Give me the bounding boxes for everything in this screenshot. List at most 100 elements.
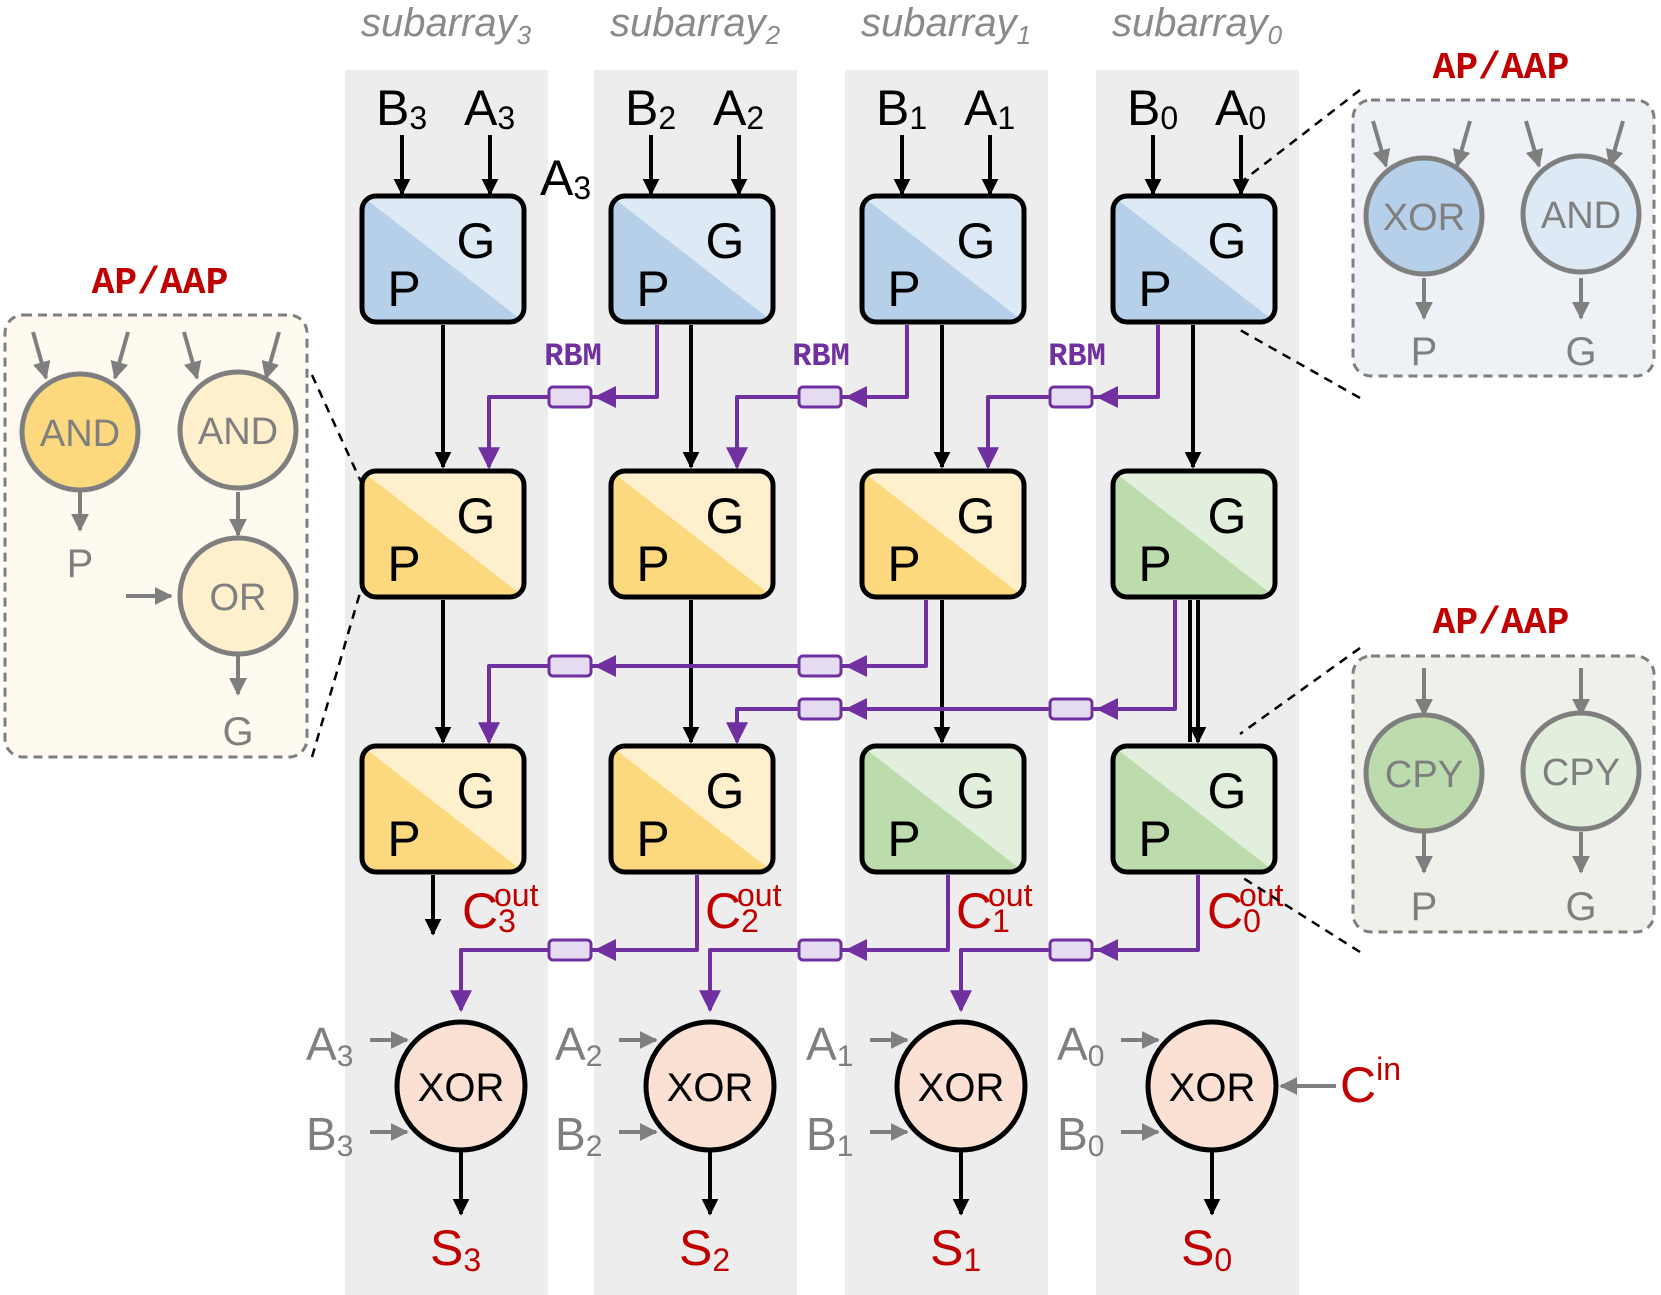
subarray-3-title: subarray3 [361, 1, 532, 50]
cpy-gate-label: CPY [1385, 754, 1463, 796]
stage-connections [424, 325, 1221, 1216]
xor-gate-label: XOR [918, 1066, 1005, 1110]
xor2-b-label: B2 [555, 1108, 602, 1163]
rbm-arrowhead [594, 655, 616, 677]
carry-out-1-label: C1 [956, 883, 1010, 939]
pg-g-label: G [706, 213, 745, 269]
cpy-gate-label: CPY [1542, 752, 1620, 794]
xor3-a-label: A3 [306, 1018, 353, 1073]
pg-p-label: P [887, 811, 920, 867]
carry-out-0-label: C0 [1207, 883, 1261, 939]
rbm-arrowhead [845, 698, 867, 720]
carry-out-0-sup: out [1239, 877, 1284, 913]
pg-p-label: P [1138, 261, 1171, 317]
pg-g-label: G [1208, 488, 1247, 544]
input-labels: B3 A3 B2 A2 B1 A1 B0 A0 A3 [376, 80, 1266, 206]
and-gate-icon [177, 369, 299, 491]
pg-block-stage3-bit3: G P [359, 743, 527, 875]
rbm-arrowhead [1096, 386, 1118, 408]
sum-xor-3: XOR [394, 1019, 528, 1153]
subarray-1-title: subarray1 [861, 1, 1031, 50]
pg-block-stage3-bit2: G P [608, 743, 776, 875]
rbm-arrowhead [1096, 698, 1118, 720]
xor3-b-label: B3 [306, 1108, 353, 1163]
input-b0-label: B0 [1127, 80, 1178, 136]
rbm-arrowhead [594, 386, 616, 408]
pg-g-label: G [706, 763, 745, 819]
pg-block-stage2-bit2: G P [608, 468, 776, 600]
carry-out-3-label: C3 [462, 883, 516, 939]
rbm-route-1-to-3 [478, 600, 928, 745]
pg-g-label: G [957, 213, 996, 269]
pg-g-label: G [706, 488, 745, 544]
detail-box-bottom-right: AP/AAP CPY CPY P G [1351, 602, 1656, 934]
rbm-link [547, 938, 593, 962]
sum-2-label: S2 [679, 1220, 730, 1278]
xor-gate-label: XOR [1169, 1066, 1256, 1110]
leader-left-top [310, 374, 364, 485]
rbm-links [547, 385, 1094, 962]
rbm-label: RBM [1048, 338, 1106, 375]
rbm-arrowhead [845, 386, 867, 408]
xor-gate-label: XOR [1383, 197, 1465, 239]
pg-p-label: P [387, 536, 420, 592]
sum-0-label: S0 [1181, 1220, 1232, 1278]
pg-p-label: P [387, 261, 420, 317]
pg-block-stage1-bit1: G P [859, 193, 1027, 325]
sum-1-label: S1 [930, 1220, 981, 1278]
cpy-gate-icon [1520, 710, 1642, 832]
callout-leaders [310, 89, 1361, 954]
rbm-link [797, 385, 843, 409]
pg-p-label: P [1138, 536, 1171, 592]
rbm-route-0-to-2 [726, 600, 1177, 745]
rbm-mid-arrowheads [594, 386, 1118, 961]
rbm-link [547, 385, 593, 409]
xor-gate-icon [1363, 155, 1485, 277]
detail-box-left-title: AP/AAP [92, 262, 229, 305]
pg-g-label: G [957, 488, 996, 544]
pg-g-label: G [957, 763, 996, 819]
pg-block-stage2-bit1: G P [859, 468, 1027, 600]
input-a0-label: A0 [1215, 80, 1266, 136]
pg-g-label: G [1208, 763, 1247, 819]
or-gate-icon [177, 535, 299, 657]
rbm-link [1048, 697, 1094, 721]
rbm-arrowhead [845, 655, 867, 677]
detail-box-left: AP/AAP AND AND OR P G [3, 262, 309, 759]
pg-block-stage1-bit0: G P [1110, 193, 1278, 325]
xor-gate-label: XOR [418, 1066, 505, 1110]
rbm-link [797, 938, 843, 962]
pg-block-stage2-bit0: G P [1110, 468, 1278, 600]
leader-bottomright-bottom [1239, 874, 1361, 954]
cpy-gate-icon [1363, 712, 1485, 834]
leader-topright-bottom [1239, 328, 1361, 400]
pg-p-label: P [387, 811, 420, 867]
pg-p-label: P [1138, 811, 1171, 867]
pg-p-label: P [636, 261, 669, 317]
rbm-label: RBM [792, 338, 850, 375]
sum-gates: XOR XOR XOR XOR [394, 1019, 1279, 1153]
pg-g-label: G [457, 213, 496, 269]
detail-bottomright-p-output: P [1411, 885, 1438, 929]
pg-block-stage1-bit3: G P [359, 193, 527, 325]
or-gate-label: OR [210, 577, 267, 619]
xor0-a-label: A0 [1057, 1018, 1104, 1073]
rbm-arrowhead [845, 939, 867, 961]
subarray-2-title: subarray2 [610, 1, 781, 50]
rbm-link [547, 654, 593, 678]
carry-out-1-sup: out [988, 877, 1033, 913]
input-b1-label: B1 [876, 80, 927, 136]
detail-topright-p-output: P [1411, 330, 1438, 374]
pg-block-stage2-bit3: G P [359, 468, 527, 600]
carry-out-2-sup: out [737, 877, 782, 913]
xor1-b-label: B1 [806, 1108, 853, 1163]
pg-g-label: G [457, 488, 496, 544]
and-gate-icon [19, 371, 141, 493]
pg-p-label: P [887, 536, 920, 592]
sum-xor-2: XOR [643, 1019, 777, 1153]
pg-p-label: P [636, 811, 669, 867]
pg-block-stage3-bit0: G P [1110, 743, 1278, 875]
sum-xor-0: XOR [1145, 1019, 1279, 1153]
detail-box-top-right: AP/AAP XOR AND P G [1351, 47, 1656, 378]
detail-topright-g-output: G [1565, 330, 1596, 374]
